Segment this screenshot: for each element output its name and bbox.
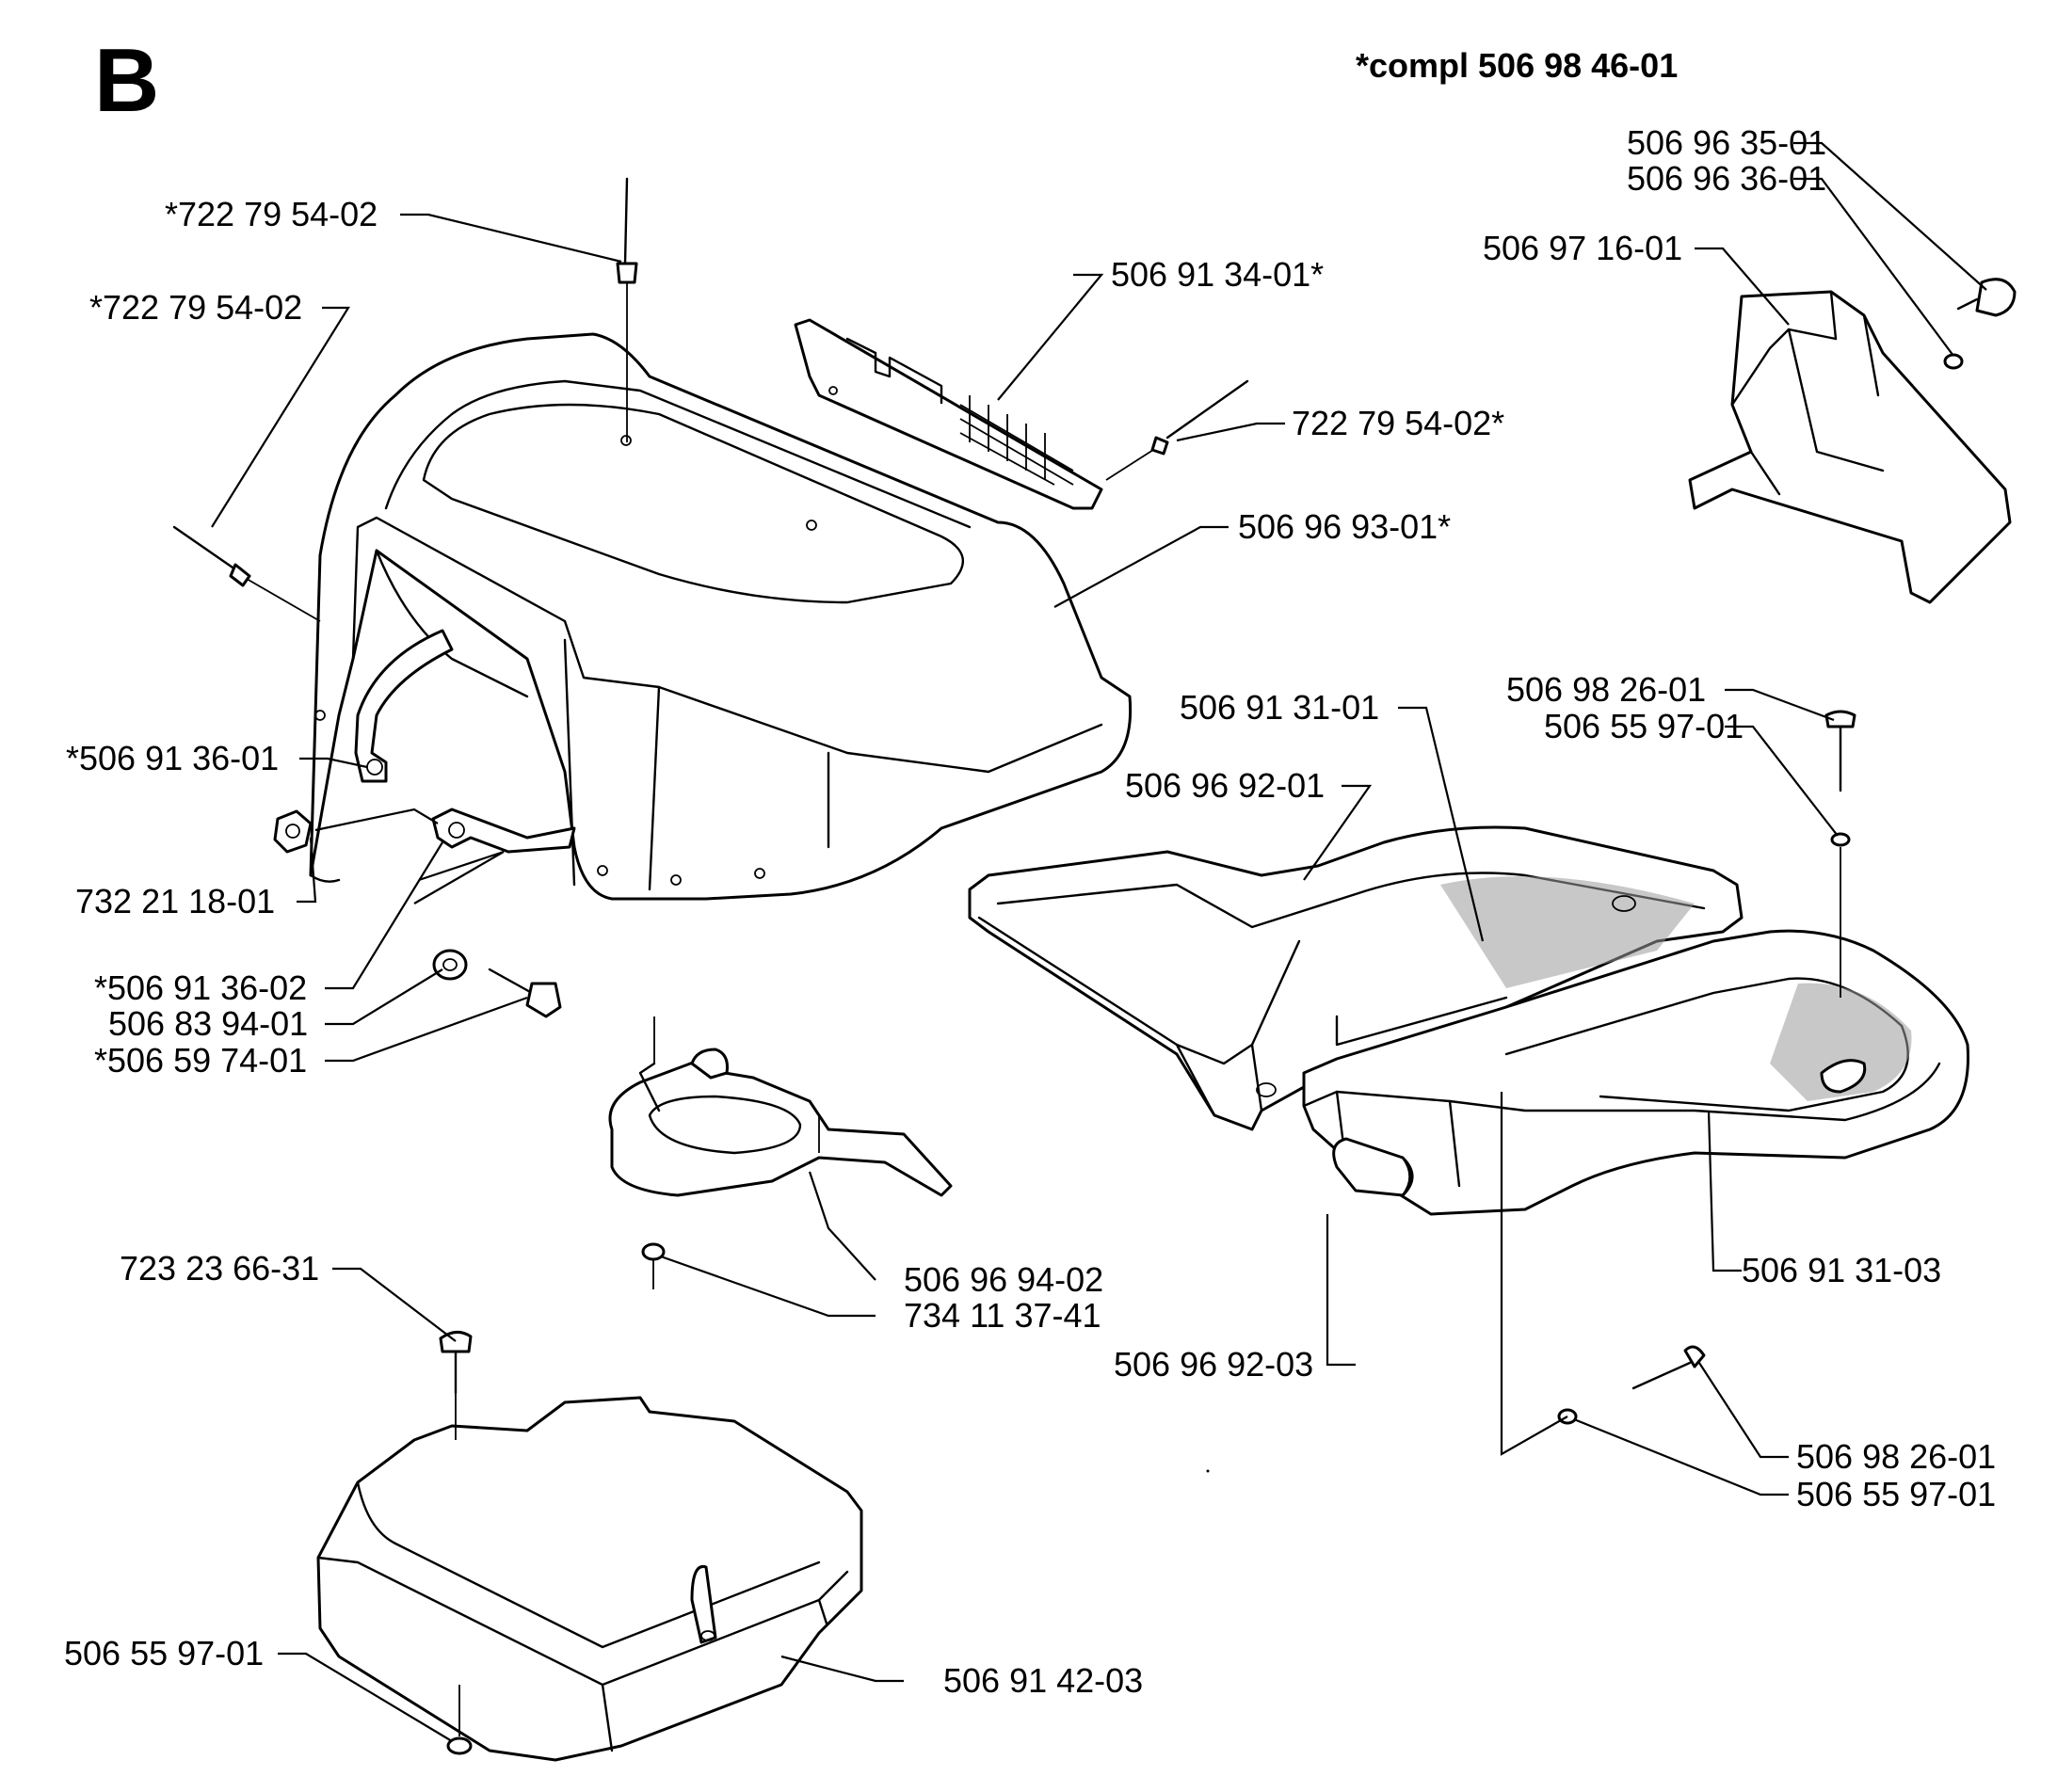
screw-right-part xyxy=(1824,710,1856,998)
washer-cover-part xyxy=(446,1685,473,1755)
leader-lines xyxy=(211,141,1987,1742)
label-bracket-lower: *506 91 36-02 xyxy=(94,968,307,1007)
cover-part xyxy=(316,1396,863,1762)
label-washer-top: 506 96 36-01 xyxy=(1627,159,1826,198)
washer-bolt-part xyxy=(432,949,562,1018)
kit-note: *compl 506 98 46-01 xyxy=(1356,46,1678,85)
label-washer-right: 506 55 97-01 xyxy=(1544,707,1744,745)
rivet-top-part xyxy=(616,177,638,442)
label-bolt: *506 59 74-01 xyxy=(94,1041,307,1080)
label-plate: 506 91 34-01* xyxy=(1111,255,1324,294)
label-grommet: 734 11 37-41 xyxy=(904,1296,1101,1335)
screw-bottom-part xyxy=(1557,1345,1706,1425)
floor-upper-part xyxy=(968,825,1744,1131)
label-cover: 506 91 42-03 xyxy=(943,1661,1143,1700)
label-bracket-upper: *506 91 36-01 xyxy=(66,739,279,777)
rivet-right-part xyxy=(1105,379,1249,481)
label-nut: 732 21 18-01 xyxy=(75,882,275,920)
label-rivet-right: 722 79 54-02* xyxy=(1292,404,1504,442)
screw-cover-part xyxy=(439,1331,473,1440)
label-rivet-top: *722 79 54-02 xyxy=(165,195,378,233)
label-screw-right: 506 98 26-01 xyxy=(1506,670,1706,709)
label-washer: 506 83 94-01 xyxy=(108,1004,308,1043)
filler-ring-part xyxy=(608,1016,953,1197)
floor-lower-part xyxy=(1302,929,1969,1216)
label-screw-cover: 723 23 66-31 xyxy=(120,1249,319,1288)
label-filler-ring: 506 96 94-02 xyxy=(904,1260,1103,1299)
label-rivet-left: *722 79 54-02 xyxy=(89,288,302,327)
section-letter: B xyxy=(94,30,159,131)
hood-part xyxy=(309,332,1133,901)
label-floor-lower: 506 96 92-03 xyxy=(1114,1345,1313,1384)
label-washer-cover: 506 55 97-01 xyxy=(64,1634,264,1672)
label-mat-lower: 506 91 31-03 xyxy=(1742,1251,1941,1289)
label-screw-bottom: 506 98 26-01 xyxy=(1796,1437,1996,1476)
guard-part xyxy=(1688,290,2012,604)
plate-part xyxy=(794,318,1103,510)
label-mat-upper: 506 91 31-01 xyxy=(1180,688,1379,727)
nut-part xyxy=(273,809,313,854)
label-knob-top: 506 96 35-01 xyxy=(1627,123,1826,162)
label-washer-bottom: 506 55 97-01 xyxy=(1796,1475,1996,1513)
knob-top-part xyxy=(1943,278,2017,370)
label-guard: 506 97 16-01 xyxy=(1483,229,1682,267)
label-hood: 506 96 93-01* xyxy=(1238,507,1451,546)
grommet-part xyxy=(641,1242,666,1289)
rivet-left-part xyxy=(172,525,321,622)
label-floor-upper: 506 96 92-01 xyxy=(1125,766,1325,805)
